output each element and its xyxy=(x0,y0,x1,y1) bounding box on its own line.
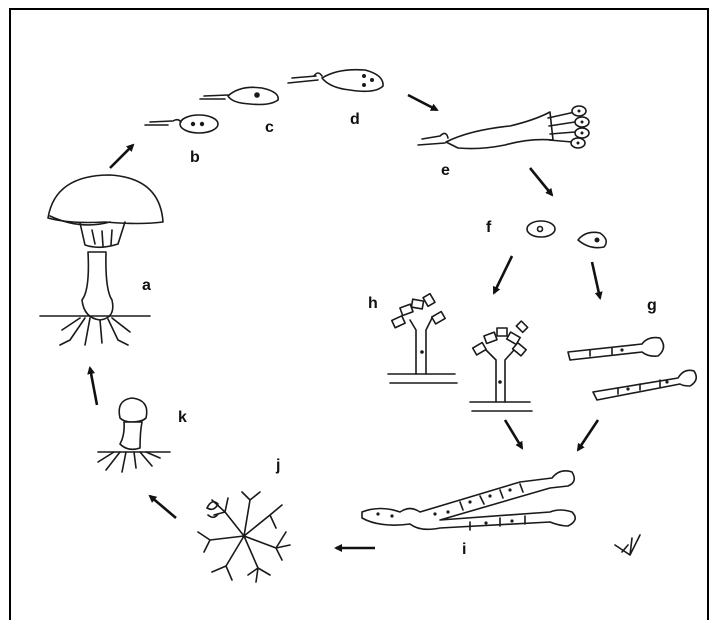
label-a: a xyxy=(142,277,151,294)
artist-mark xyxy=(615,535,640,555)
label-e: e xyxy=(441,162,450,179)
stage-e-germination xyxy=(418,106,589,149)
arrow-f-to-h xyxy=(494,256,512,293)
stage-c-spore xyxy=(200,87,278,104)
stage-d-spore xyxy=(288,70,383,92)
arrow-k-to-a xyxy=(90,368,97,405)
stage-h-conidiophore-2 xyxy=(470,321,532,411)
arrow-h-to-i xyxy=(505,420,522,448)
label-j: j xyxy=(275,457,280,474)
label-i: i xyxy=(462,541,466,558)
label-c: c xyxy=(265,119,274,136)
stage-f-spores xyxy=(527,221,606,248)
arrow-f-to-g xyxy=(592,262,600,298)
stage-a-mushroom xyxy=(40,175,163,345)
arrow-e-to-f xyxy=(530,168,552,195)
stage-h-conidiophores xyxy=(388,294,457,383)
label-b: b xyxy=(190,149,200,166)
label-f: f xyxy=(486,219,492,236)
arrow-g-to-i xyxy=(578,420,598,450)
stage-g-germ-tubes xyxy=(568,338,696,400)
stage-j-mycelium xyxy=(198,492,290,582)
label-h: h xyxy=(368,295,378,312)
label-k: k xyxy=(178,409,187,426)
stage-i-hyphae-fusion xyxy=(362,471,575,530)
arrow-d-to-e xyxy=(408,95,437,110)
arrow-a-to-b xyxy=(110,145,133,168)
label-g: g xyxy=(647,297,657,314)
stage-k-button xyxy=(98,398,170,472)
stage-b-spore xyxy=(145,115,218,133)
arrow-j-to-k xyxy=(150,496,176,518)
label-d: d xyxy=(350,111,360,128)
